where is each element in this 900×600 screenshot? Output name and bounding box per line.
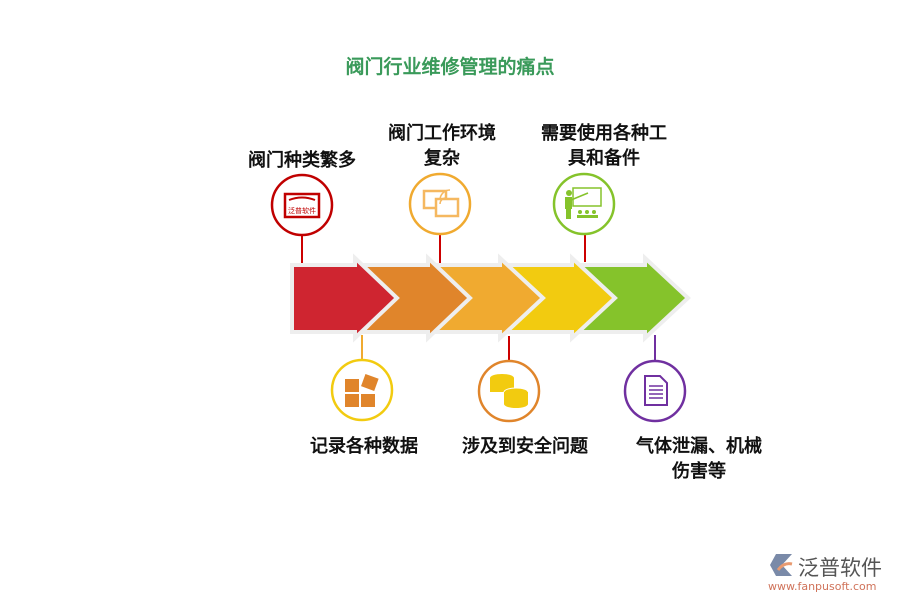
page-title: 阀门行业维修管理的痛点 xyxy=(345,56,555,78)
puzzle-icon xyxy=(330,358,394,422)
teacher-presentation-icon xyxy=(552,172,616,236)
step-label-2: 记录各种数据 xyxy=(310,434,418,459)
watermark-name: 泛普软件 xyxy=(798,556,882,580)
label-line: 记录各种数据 xyxy=(310,436,418,457)
arrow-red xyxy=(290,253,400,343)
label-line: 伤害等 xyxy=(672,461,726,482)
step-label-6: 气体泄漏、机械伤害等 xyxy=(636,434,762,484)
fanpu-mark-icon xyxy=(770,554,793,576)
label-line: 涉及到安全问题 xyxy=(462,436,588,457)
wireless-screen-icon xyxy=(408,172,472,236)
document-icon xyxy=(623,359,687,423)
label-line: 阀门种类繁多 xyxy=(248,150,356,171)
label-line: 气体泄漏、机械 xyxy=(636,436,762,457)
label-line: 需要使用各种工 xyxy=(541,123,667,144)
label-line: 复杂 xyxy=(424,148,460,169)
fanpu-logo-icon: 泛普软件 xyxy=(270,173,334,237)
step-label-5: 需要使用各种工具和备件 xyxy=(541,121,667,171)
label-line: 具和备件 xyxy=(568,148,640,169)
step-label-3: 阀门工作环境复杂 xyxy=(388,121,496,171)
watermark-url: www.fanpusoft.com xyxy=(768,580,877,593)
step-label-4: 涉及到安全问题 xyxy=(462,434,588,459)
arrow-chain xyxy=(290,253,691,343)
fanpu-logo-text: 泛普软件 xyxy=(288,206,316,215)
step-label-1: 阀门种类繁多 xyxy=(248,148,356,173)
coins-icon xyxy=(477,359,541,423)
label-line: 阀门工作环境 xyxy=(388,123,496,144)
